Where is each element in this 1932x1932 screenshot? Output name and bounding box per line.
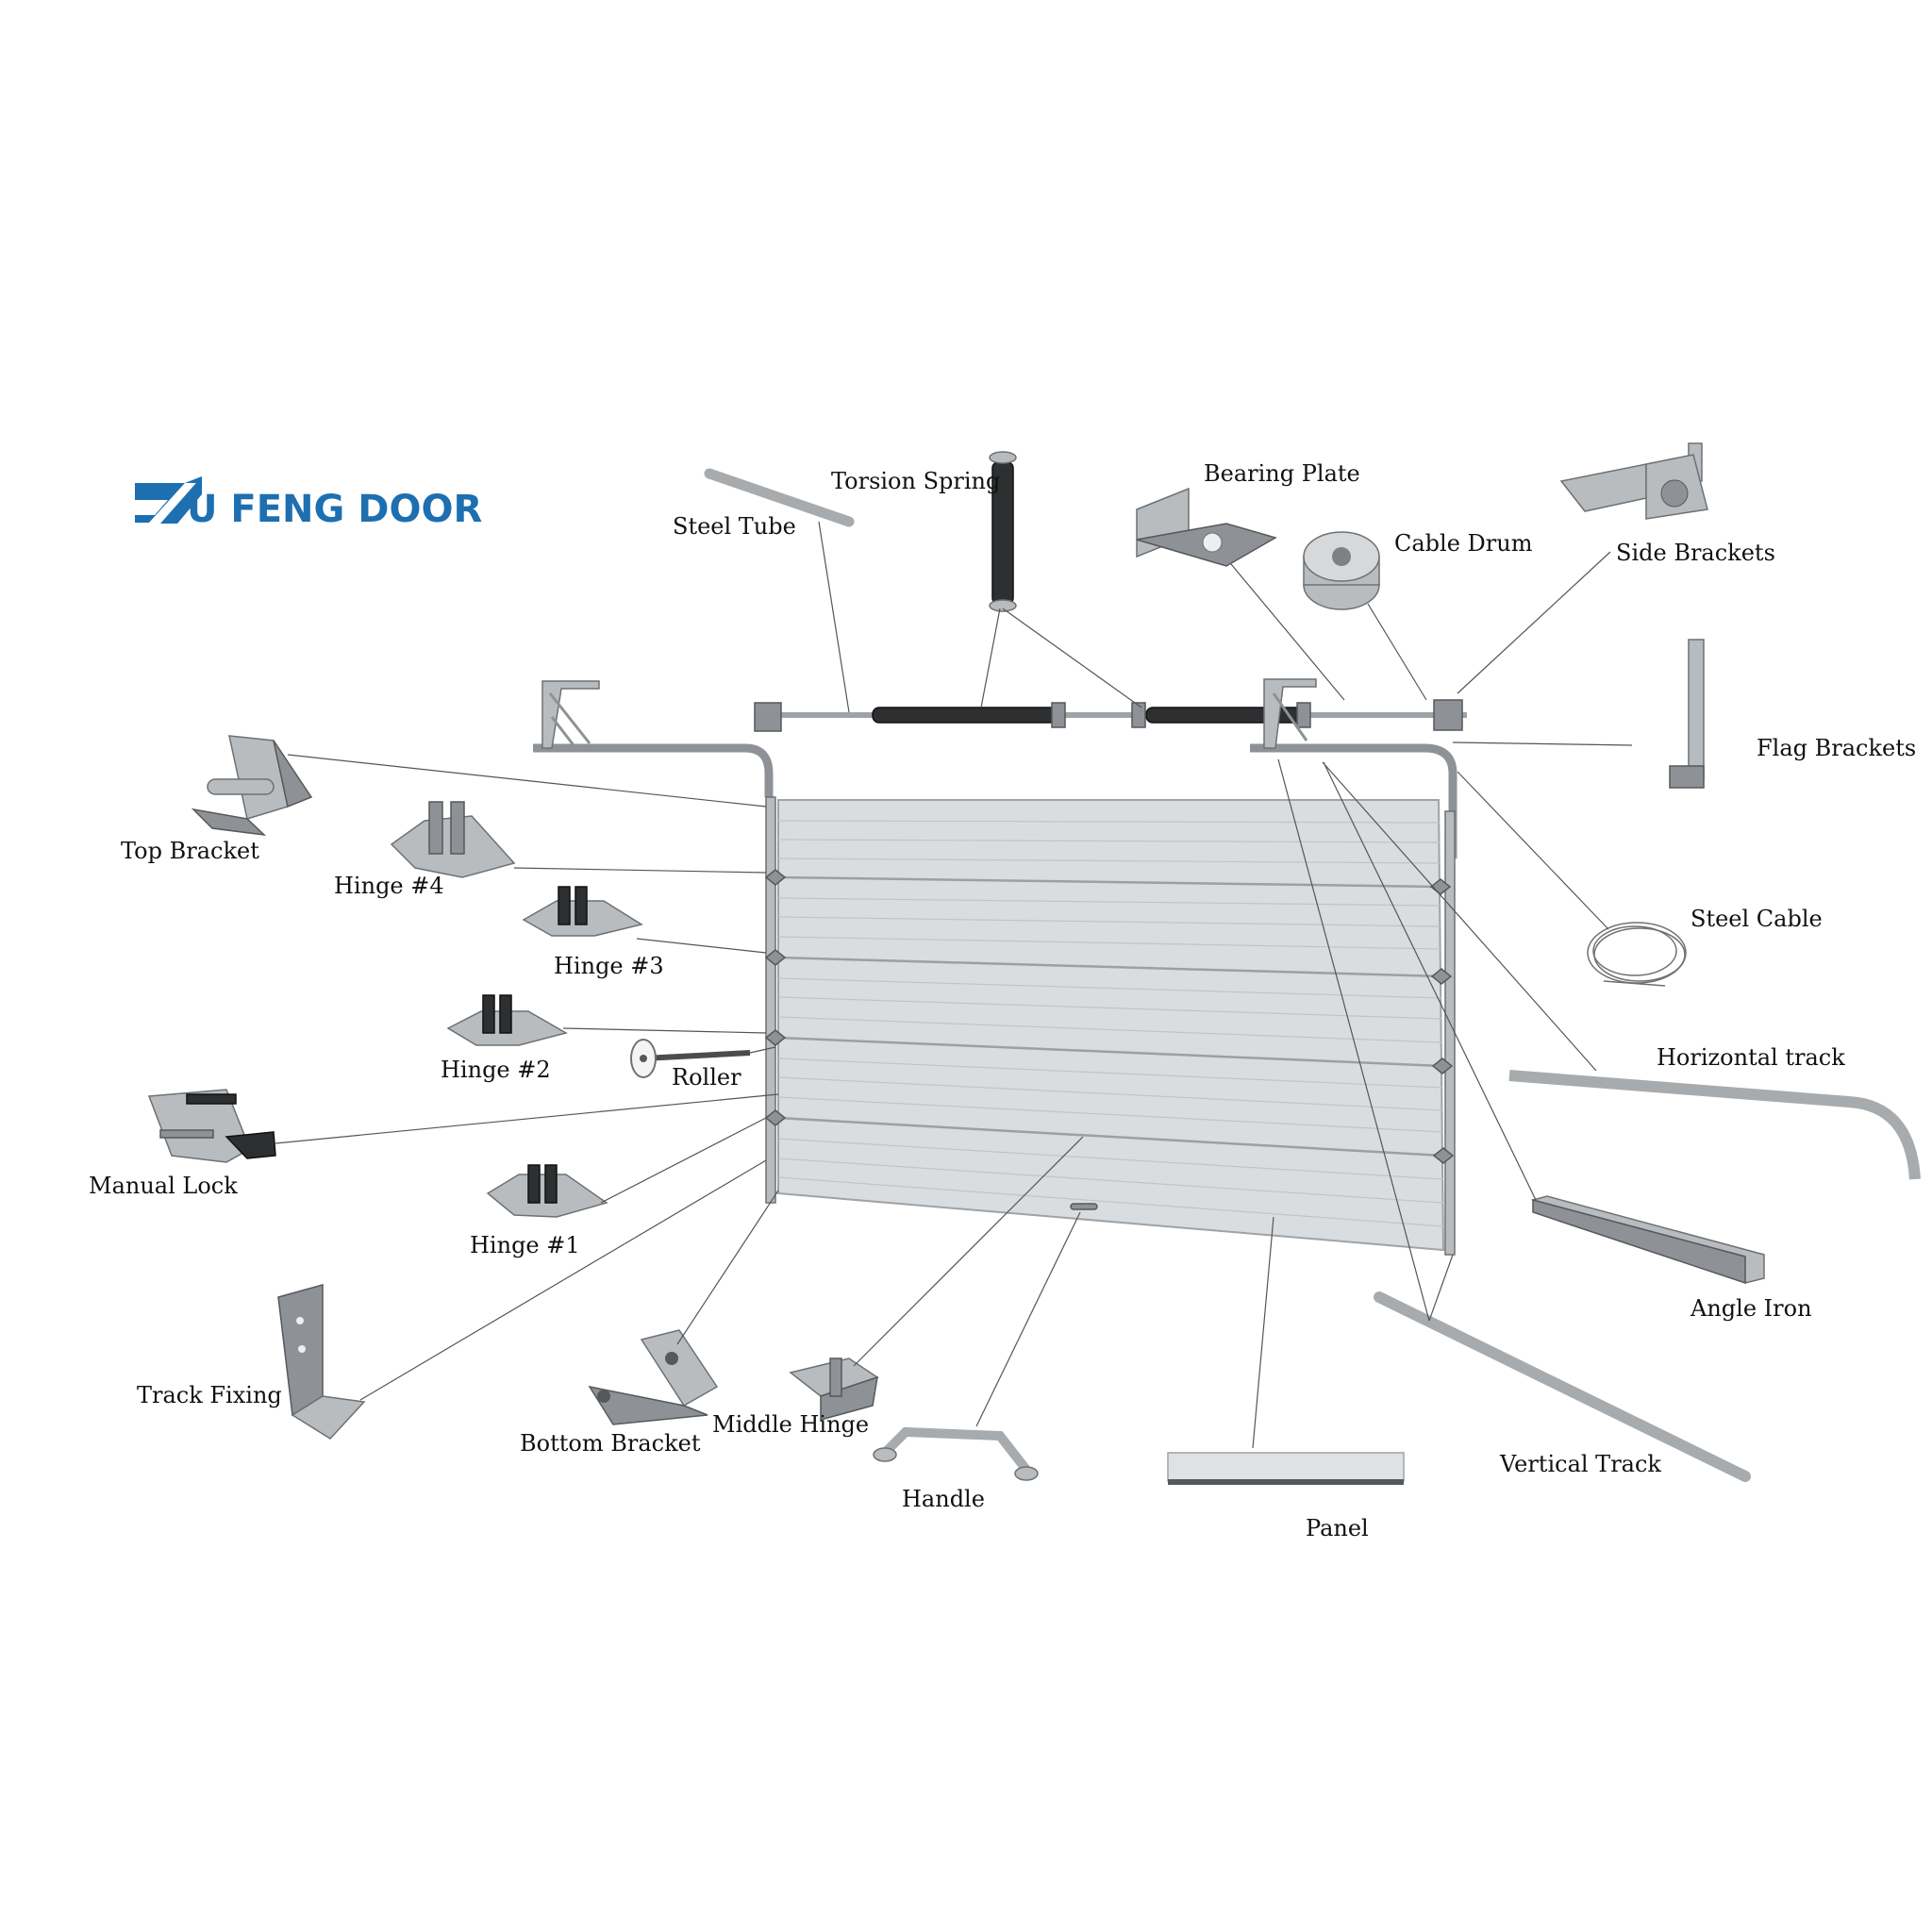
part-steel-tube: Steel Tube [673, 468, 855, 713]
right-cable-drum [1433, 699, 1463, 731]
bearing-plate-icon [1136, 487, 1277, 567]
door-panels [764, 799, 1455, 1252]
label-middle-hinge: Middle Hinge [712, 1411, 869, 1438]
label-flag-brackets: Flag Brackets [1757, 735, 1916, 761]
panel-icon [1167, 1452, 1405, 1485]
label-bearing-plate: Bearing Plate [1204, 460, 1360, 487]
label-side-brackets: Side Brackets [1616, 540, 1775, 566]
part-bottom-bracket: Bottom Bracket [520, 1190, 779, 1457]
label-hinge-4: Hinge #4 [334, 873, 444, 899]
part-roller: Roller [630, 1039, 776, 1091]
left-horizontal-track [533, 743, 774, 797]
part-middle-hinge: Middle Hinge [712, 1136, 1084, 1438]
label-cable-drum: Cable Drum [1394, 530, 1533, 557]
flag-bracket-icon [1669, 639, 1705, 789]
part-bearing-plate: Bearing Plate [1136, 460, 1360, 701]
roller-icon [630, 1039, 751, 1078]
hinge-icon [446, 994, 568, 1046]
right-horizontal-track [1250, 743, 1457, 858]
part-hinge-1: Hinge #1 [470, 1117, 767, 1258]
part-track-fixing: Track Fixing [137, 1159, 767, 1440]
label-hinge-2: Hinge #2 [441, 1057, 551, 1083]
handle-icon [873, 1426, 1039, 1481]
part-angle-iron: Angle Iron [1323, 761, 1812, 1322]
label-vertical-track: Vertical Track [1499, 1451, 1661, 1477]
steel-cable-icon [1587, 922, 1687, 987]
torsion-spring-icon [989, 451, 1017, 612]
part-manual-lock: Manual Lock [89, 1089, 779, 1199]
bottom-bracket-icon [588, 1329, 719, 1425]
label-manual-lock: Manual Lock [89, 1173, 238, 1199]
door-handle [1070, 1203, 1098, 1210]
label-hinge-3: Hinge #3 [554, 953, 664, 979]
hinge-icon [486, 1164, 608, 1218]
label-bottom-bracket: Bottom Bracket [520, 1430, 701, 1457]
part-torsion-spring: Torsion Spring [831, 451, 1142, 708]
hinge-icon [522, 886, 643, 937]
part-hinge-4: Hinge #4 [334, 801, 767, 899]
cable-drum-icon [1303, 531, 1380, 610]
part-steel-cable: Steel Cable [1457, 771, 1823, 987]
manual-lock-icon [147, 1089, 276, 1163]
torsion-spring-left [872, 707, 1058, 724]
label-top-bracket: Top Bracket [121, 838, 259, 864]
label-steel-tube: Steel Tube [673, 513, 796, 540]
part-panel: Panel [1167, 1216, 1405, 1541]
part-top-bracket: Top Bracket [121, 735, 767, 864]
side-bracket-icon [1559, 442, 1708, 520]
track-fixing-icon [277, 1284, 366, 1440]
part-horizontal-track: Horizontal track [1322, 761, 1921, 1180]
label-panel: Panel [1306, 1515, 1369, 1541]
stylized-x-logo-icon [135, 476, 202, 524]
part-cable-drum: Cable Drum [1303, 530, 1533, 701]
part-hinge-2: Hinge #2 [441, 994, 767, 1083]
top-bracket-icon [191, 735, 313, 837]
part-handle: Handle [873, 1211, 1081, 1512]
label-horizontal-track: Horizontal track [1657, 1044, 1845, 1071]
horizontal-track-icon [1508, 1070, 1921, 1180]
door-assembly [533, 678, 1467, 1256]
part-hinge-3: Hinge #3 [522, 886, 767, 979]
label-steel-cable: Steel Cable [1690, 906, 1823, 932]
part-flag-brackets: Flag Brackets [1452, 639, 1916, 789]
steel-tube-icon [704, 468, 855, 527]
left-flag-bracket [541, 680, 600, 749]
brand-logo: U FENG DOOR [135, 476, 482, 531]
left-bearing-plate [754, 702, 782, 732]
part-side-brackets: Side Brackets [1457, 442, 1775, 694]
angle-iron-icon [1530, 1195, 1765, 1285]
brand-name: U FENG DOOR [187, 488, 482, 531]
middle-hinge-icon [789, 1357, 879, 1421]
label-handle: Handle [902, 1486, 985, 1512]
label-angle-iron: Angle Iron [1690, 1295, 1812, 1322]
vertical-track-icon [1374, 1291, 1751, 1482]
panel-grooves [777, 820, 1444, 1227]
part-vertical-track: Vertical Track [1277, 758, 1751, 1482]
label-hinge-1: Hinge #1 [470, 1232, 580, 1258]
label-track-fixing: Track Fixing [137, 1382, 282, 1408]
label-roller: Roller [672, 1064, 741, 1091]
right-vertical-track [1444, 810, 1456, 1256]
label-torsion-spring: Torsion Spring [831, 468, 1000, 494]
hinge-icon [390, 801, 516, 878]
left-vertical-track [765, 796, 776, 1204]
